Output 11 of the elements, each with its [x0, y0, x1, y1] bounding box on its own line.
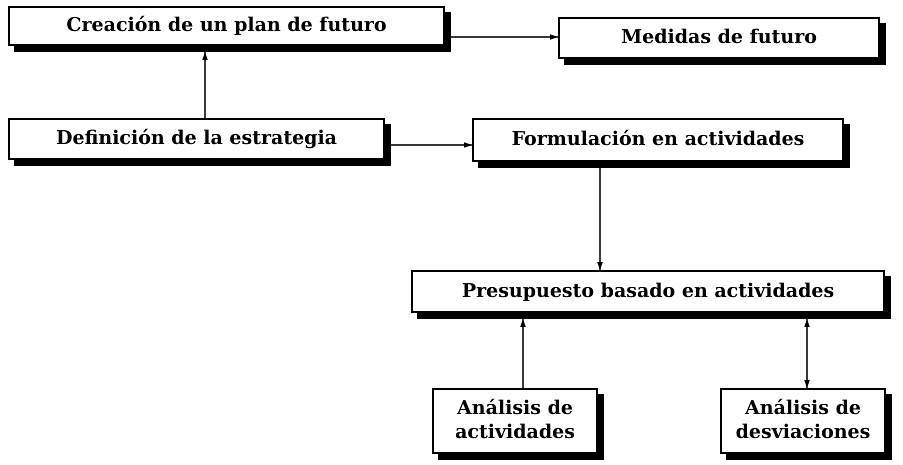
box-label: Creación de un plan de futuro — [66, 14, 387, 38]
box-label: Presupuesto basado en actividades — [462, 280, 834, 304]
arrow — [804, 319, 810, 388]
arrow — [597, 168, 603, 270]
box-label: Definición de la estrategia — [56, 127, 337, 151]
arrow — [520, 319, 526, 388]
box-label: Análisis de actividades — [454, 397, 576, 445]
box-label: Formulación en actividades — [512, 128, 804, 152]
arrow — [391, 142, 472, 148]
box-label: Medidas de futuro — [621, 26, 817, 50]
box-label: Análisis de desviaciones — [734, 397, 872, 445]
